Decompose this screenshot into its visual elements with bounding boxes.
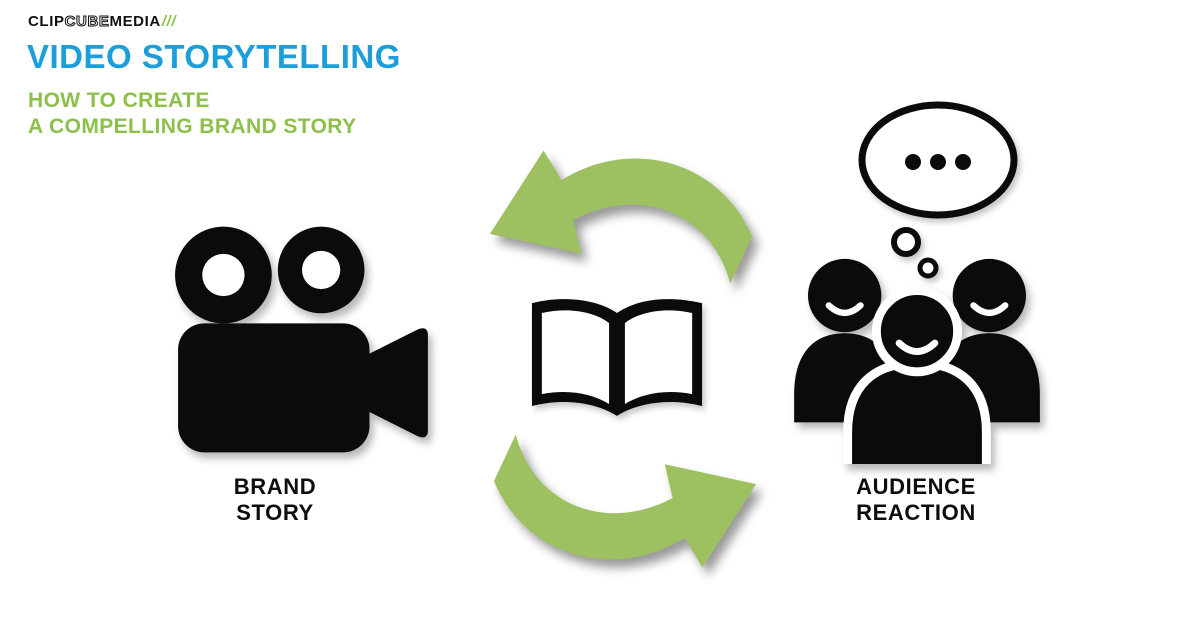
smile-icon (895, 339, 939, 355)
brand-story-label-line2: STORY (236, 500, 314, 525)
person-front (843, 286, 991, 464)
smile-icon (970, 302, 1009, 317)
camera-lens (369, 328, 428, 438)
arrow-shape (489, 150, 753, 284)
open-book-icon (531, 299, 703, 416)
brand-story-label-line1: BRAND (233, 474, 317, 499)
book-left-page (541, 310, 610, 405)
logo-slashes-icon: /// (161, 13, 177, 30)
video-camera-icon (175, 226, 428, 453)
audience-reaction-label-line2: REACTION (856, 500, 976, 525)
thought-bubble-icon (858, 101, 1018, 279)
cycle-arrow-top-icon (489, 150, 753, 284)
subtitle-line-1: HOW TO CREATE (28, 89, 210, 112)
logo-part-clip: CLIP (28, 13, 65, 30)
clipcube-media-logo: CLIPCUBEMEDIA/// (28, 13, 177, 31)
audience-reaction-label-line1: AUDIENCE (856, 474, 976, 499)
audience-reaction-label: AUDIENCE REACTION (806, 474, 1026, 526)
logo-part-media: MEDIA (109, 13, 161, 30)
page-subtitle: HOW TO CREATE A COMPELLING BRAND STORY (28, 88, 357, 140)
bubble-trail-large (891, 227, 921, 257)
cycle-arrow-bottom-icon (493, 434, 757, 568)
subtitle-line-2: A COMPELLING BRAND STORY (28, 115, 357, 138)
bubble-ellipsis-dots (905, 154, 971, 170)
person-back-right (938, 258, 1040, 423)
arrow-shape (493, 434, 757, 568)
bubble-trail-small (917, 257, 939, 279)
book-right-page (624, 310, 693, 405)
audience-group-icon (794, 258, 1040, 464)
page-title: VIDEO STORYTELLING (27, 38, 401, 75)
camera-reels (175, 226, 365, 324)
camera-body (178, 323, 370, 453)
smile-icon (825, 302, 864, 317)
brand-story-label: BRAND STORY (165, 474, 385, 526)
logo-part-cube: CUBE (64, 13, 110, 31)
